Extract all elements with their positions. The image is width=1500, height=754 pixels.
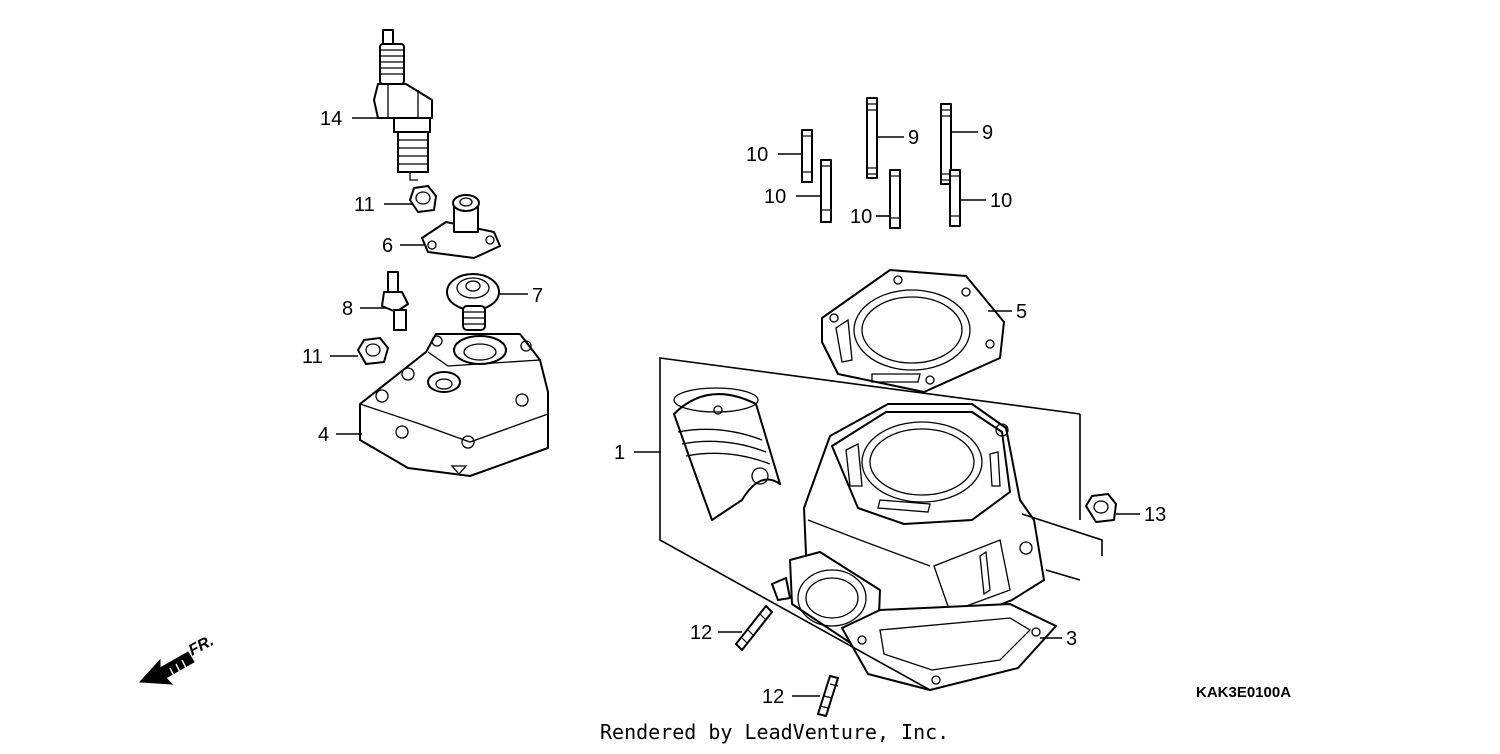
group-bracket-1 [659,357,1103,691]
callout-10-mid-left: 10 [764,186,786,208]
callout-5: 5 [1016,301,1027,323]
callout-9-right: 9 [982,122,993,144]
thermostat[interactable] [446,273,500,331]
callout-12-upper: 12 [690,622,712,644]
leader-lines [330,117,1140,697]
callout-3: 3 [1066,628,1077,650]
callout-9-left: 9 [908,127,919,149]
callout-1: 1 [614,442,625,464]
callout-11-upper: 11 [354,194,375,216]
callout-10-top-left: 10 [746,144,768,166]
callout-11-lower: 11 [302,346,323,368]
temperature-sensor[interactable] [381,271,409,331]
callout-10-center: 10 [850,206,872,228]
callout-8: 8 [342,298,353,320]
piston[interactable] [673,387,781,521]
callout-12-lower: 12 [762,686,784,708]
callout-7: 7 [532,285,543,307]
thermostat-cover[interactable] [421,194,501,259]
spark-plug[interactable] [373,29,433,181]
stud-bolt-12-lower[interactable] [817,675,839,717]
callout-10-right: 10 [990,190,1012,212]
callout-14: 14 [320,108,342,130]
flange-nut-upper[interactable] [409,185,437,213]
stud-bolt-12-upper[interactable] [735,605,773,651]
callout-4: 4 [318,424,329,446]
head-gasket[interactable] [821,269,1005,393]
base-gasket[interactable] [841,603,1057,691]
stud-bolt-set[interactable] [801,97,961,229]
diagram-code: KAK3E0100A [1196,684,1291,701]
callout-13: 13 [1144,504,1166,526]
callout-6: 6 [382,235,393,257]
credit-line: Rendered by LeadVenture, Inc. [600,720,949,744]
flange-nut-lower[interactable] [357,337,389,365]
front-direction-arrow [138,651,195,685]
cylinder-head[interactable] [359,333,549,477]
flange-nut-13[interactable] [1085,493,1117,523]
